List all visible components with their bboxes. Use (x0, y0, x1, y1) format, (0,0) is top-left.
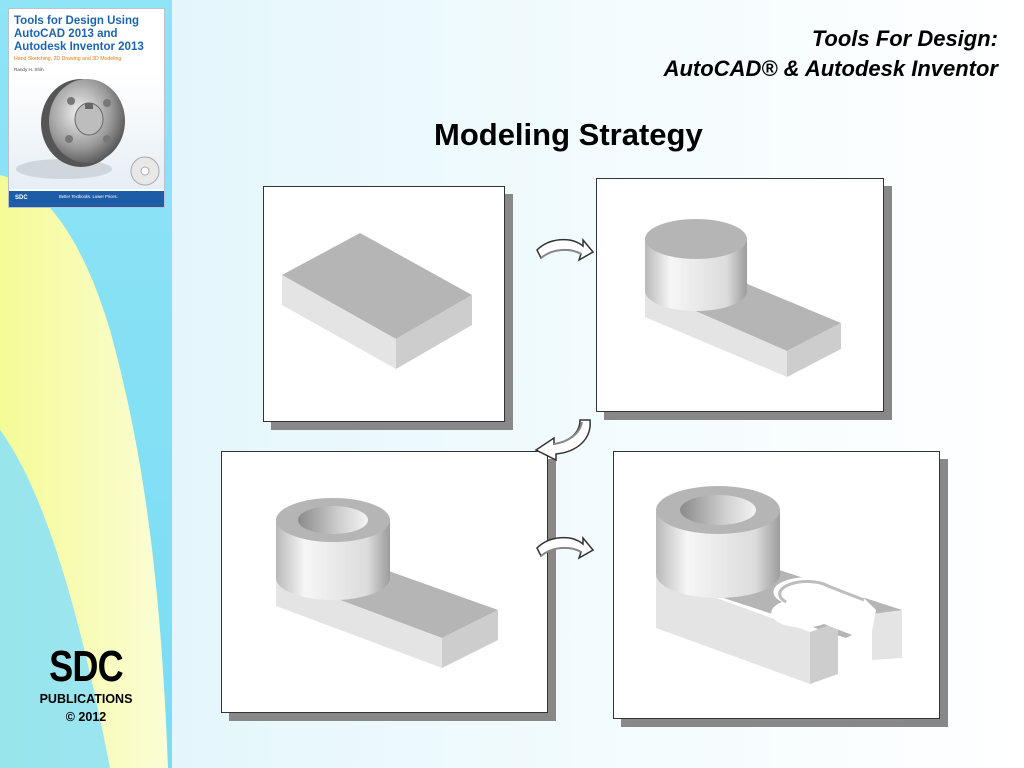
sidebar: Tools for Design Using AutoCAD 2013 and … (0, 0, 172, 768)
step-4-panel (613, 451, 940, 719)
book-footer-logo: SDC (15, 195, 28, 201)
step-1-panel (263, 186, 505, 422)
base-block-model (282, 233, 472, 369)
arrow-down-left-icon (534, 419, 591, 462)
cylinder-boss-model (645, 219, 841, 377)
arrow-right-1-icon (536, 237, 595, 262)
header-title-line2: AutoCAD® & Autodesk Inventor (663, 56, 998, 81)
step-2-panel (596, 178, 884, 412)
step-3-panel (221, 451, 548, 713)
book-subtitle: Hand Sketching, 2D Drawing and 3D Modeli… (14, 56, 122, 62)
arrow-right-2-icon (536, 535, 595, 560)
counterbore-hole-model (276, 498, 498, 668)
sdc-publications-label: PUBLICATIONS (39, 692, 133, 706)
copyright-label: © 2012 (65, 710, 107, 724)
header-title-line1: Tools For Design: (811, 26, 998, 51)
book-cover-wheel-image (9, 73, 164, 189)
slot-cut-model (656, 486, 902, 684)
book-cover: Tools for Design Using AutoCAD 2013 and … (8, 8, 165, 208)
book-title: Tools for Design Using AutoCAD 2013 and … (14, 15, 144, 53)
book-footer: SDC Better Textbooks. Lower Prices. (9, 191, 164, 207)
sidebar-yellow-swoosh (0, 175, 168, 768)
book-footer-text: Better Textbooks. Lower Prices. (59, 194, 118, 199)
book-author: Randy H. Shih (14, 67, 44, 72)
slide-title: Modeling Strategy (434, 117, 703, 152)
sdc-logo: SDC (49, 642, 124, 691)
